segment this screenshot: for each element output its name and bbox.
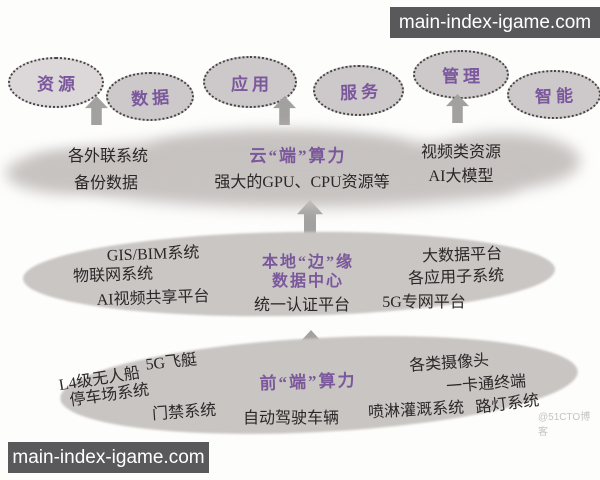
bubble-data: 数据 <box>106 72 194 121</box>
bubble-label: 数据 <box>130 87 174 110</box>
cloud-layer-title: 云“端”算力 <box>249 146 347 166</box>
edge-item: AI视频共享平台 <box>96 288 210 309</box>
cloud-item: 视频类资源 <box>420 144 502 161</box>
edge-item: 各应用子系统 <box>407 267 505 288</box>
bubble-application: 应用 <box>203 56 297 108</box>
bubble-label: 应用 <box>231 74 273 94</box>
bubble-management: 管理 <box>413 50 509 99</box>
bubble-label: 服务 <box>339 81 383 103</box>
cloud-item: 各外联系统 <box>67 148 149 165</box>
bubble-service: 服务 <box>313 65 404 116</box>
bubble-label: 管理 <box>442 67 484 86</box>
bubble-label: 资源 <box>37 75 79 94</box>
cloud-item: AI大模型 <box>428 168 494 185</box>
edge-layer-subtitle: 统一认证平台 <box>253 297 351 314</box>
front-item: 自动驾驶车辆 <box>242 410 340 427</box>
bubble-resource: 资源 <box>8 57 104 108</box>
blog-credit: @51CTO博客 <box>538 412 591 438</box>
cloud-item: 备份数据 <box>73 175 139 192</box>
front-item: 门禁系统 <box>151 401 217 424</box>
edge-layer-title-line2: 数据中心 <box>271 273 345 290</box>
edge-item: 5G专网平台 <box>382 294 466 311</box>
edge-item: 物联网系统 <box>72 265 154 286</box>
edge-layer-title-line1: 本地“边”缘 <box>261 254 355 271</box>
front-layer-title: 前“端”算力 <box>259 370 357 394</box>
watermark-top: main-index-igame.com <box>390 7 600 38</box>
cloud-layer-subtitle: 强大的GPU、CPU资源等 <box>214 174 390 191</box>
cloud-lump <box>90 163 520 207</box>
bubble-intelligence: 智能 <box>507 70 600 119</box>
watermark-bottom: main-index-igame.com <box>8 442 209 473</box>
front-item: 喷淋灌溉系统 <box>367 399 465 422</box>
bubble-label: 智能 <box>534 86 578 107</box>
